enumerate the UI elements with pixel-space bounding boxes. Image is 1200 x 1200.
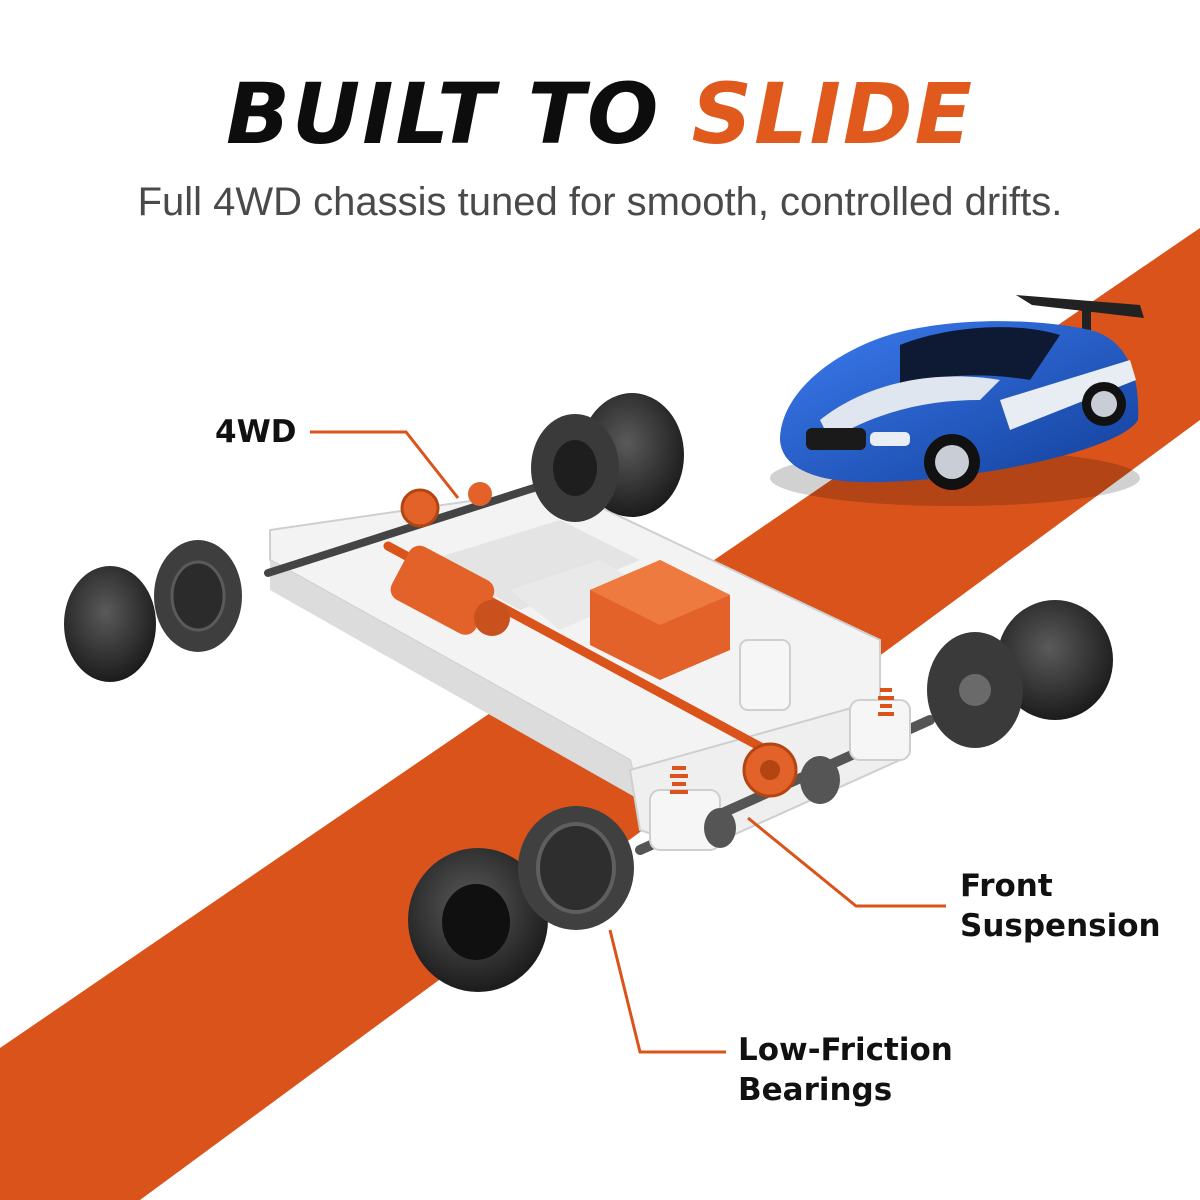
callout-4wd-label: 4WD (215, 414, 297, 450)
subtitle: Full 4WD chassis tuned for smooth, contr… (137, 180, 1063, 224)
rear-right-wheels (531, 393, 684, 522)
callout-front-suspension: Front Suspension (960, 866, 1161, 946)
callout-bearings: Low-Friction Bearings (738, 1030, 953, 1110)
front-suspension (649, 639, 911, 851)
callout-line-4wd (310, 430, 460, 499)
headline-part-1: BUILT TO (226, 65, 661, 163)
callout-front-suspension-line-2: Suspension (960, 908, 1161, 944)
callout-front-suspension-line-1: Front (960, 868, 1053, 904)
callout-bearings-line-1: Low-Friction (738, 1032, 953, 1068)
rear-left-wheels (64, 540, 242, 682)
callout-bearings-line-2: Bearings (738, 1072, 893, 1108)
headline-part-2: SLIDE (691, 65, 974, 163)
callout-4wd: 4WD (215, 412, 297, 452)
sports-car (770, 295, 1144, 506)
front-left-wheels (408, 806, 634, 992)
motor-and-gearbox (390, 482, 798, 798)
front-right-wheels (927, 600, 1113, 748)
callout-line-bearings (608, 929, 726, 1054)
headline: BUILT TO SLIDE (0, 72, 1200, 156)
callout-line-front-suspension (747, 816, 946, 908)
